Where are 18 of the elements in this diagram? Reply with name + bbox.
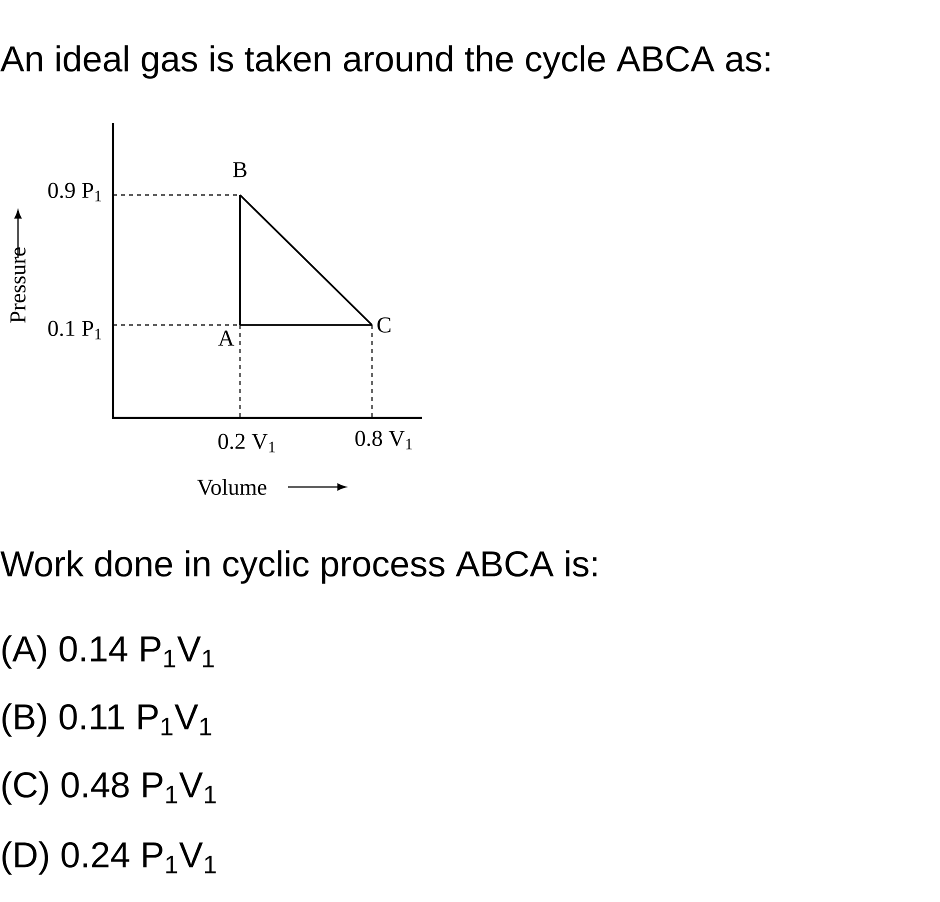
process-line — [239, 194, 373, 326]
answer-option: (B) 0.11 P$_{1}$V$_{1}$ — [2, 703, 212, 737]
answer-option: (C) 0.48 P$_{1}$V$_{1}$ — [2, 771, 216, 805]
tick-label: 0.8 V$_{1}$ — [355, 430, 412, 450]
answer-option: (A) 0.14 P$_{1}$V$_{1}$ — [2, 635, 214, 669]
vertex-label: B — [233, 162, 246, 178]
axis-title: Pressure — [10, 247, 26, 323]
answer-option: (D) 0.24 P$_{1}$V$_{1}$ — [2, 841, 216, 875]
tick-label: 0.2 V$_{1}$ — [218, 434, 275, 452]
process-line — [240, 324, 372, 326]
axis-title: Volume — [197, 478, 266, 496]
vertex-label: C — [377, 317, 390, 333]
vertex-label: A — [218, 330, 234, 346]
title: An ideal gas is taken around the cycle ABCA as: — [0, 45, 770, 79]
process-line — [239, 195, 241, 325]
question-text: Work done in cyclic process ABCA is: — [0, 550, 596, 584]
tick-label: 0.9 P$_{1}$ — [48, 182, 101, 202]
tick-label: 0.1 P$_{1}$ — [48, 320, 101, 340]
